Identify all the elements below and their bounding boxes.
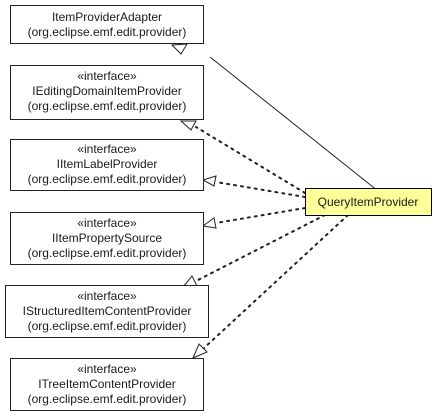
parent-node-iitempropertysource[interactable]: «interface» IItemPropertySource (org.ecl… (10, 212, 204, 265)
main-class-box (305, 188, 432, 216)
package-name: (org.eclipse.emf.edit.provider) (28, 319, 187, 333)
parent-node-iitemlabelprovider[interactable]: «interface» IItemLabelProvider (org.ecli… (10, 139, 204, 191)
package-name: (org.eclipse.emf.edit.provider) (28, 392, 187, 406)
arrowhead-itemprovideradapter (170, 43, 188, 55)
edge-extends-itemprovideradapter (209, 56, 379, 192)
class-name: ItemProviderAdapter (52, 10, 162, 24)
edge-implements-iitemlabelprovider (215, 181, 306, 198)
edge-implements-iitempropertysource (215, 207, 306, 224)
stereotype-label: «interface» (77, 142, 137, 156)
parent-node-istructureditemcontentprovider[interactable]: «interface» IStructuredItemContentProvid… (5, 285, 209, 338)
package-name: (org.eclipse.emf.edit.provider) (28, 246, 187, 260)
package-name: (org.eclipse.emf.edit.provider) (28, 99, 187, 113)
arrowhead-iitemlabelprovider (201, 175, 217, 187)
parent-node-itreeitemcontentprovider[interactable]: «interface» ITreeItemContentProvider (or… (10, 358, 204, 411)
package-name: (org.eclipse.emf.edit.provider) (28, 172, 187, 186)
arrowhead-itreeitemcontentprovider (192, 343, 208, 359)
arrowhead-ieditingdomainitemprovider (179, 120, 197, 131)
edge-implements-itreeitemcontentprovider (202, 214, 349, 350)
main-class-node[interactable]: QueryItemProvider (305, 188, 432, 216)
class-name: IItemPropertySource (52, 231, 162, 245)
class-name: IEditingDomainItemProvider (32, 84, 181, 98)
edge-implements-istructureditemcontentprovider (195, 214, 326, 282)
stereotype-label: «interface» (77, 69, 137, 83)
main-class-name: QueryItemProvider (318, 195, 419, 209)
stereotype-label: «interface» (77, 289, 137, 303)
stereotype-label: «interface» (77, 362, 137, 376)
parent-node-ieditingdomainitemprovider[interactable]: «interface» IEditingDomainItemProvider (… (10, 65, 204, 120)
arrowhead-iitempropertysource (201, 217, 217, 229)
stereotype-label: «interface» (77, 216, 137, 230)
parent-node-itemprovideradapter[interactable]: ItemProviderAdapter (org.eclipse.emf.edi… (10, 5, 204, 44)
edge-implements-ieditingdomainitemprovider (195, 126, 306, 194)
package-name: (org.eclipse.emf.edit.provider) (28, 25, 187, 39)
class-name: IItemLabelProvider (57, 157, 158, 171)
class-name: IStructuredItemContentProvider (23, 304, 192, 318)
class-name: ITreeItemContentProvider (38, 377, 176, 391)
